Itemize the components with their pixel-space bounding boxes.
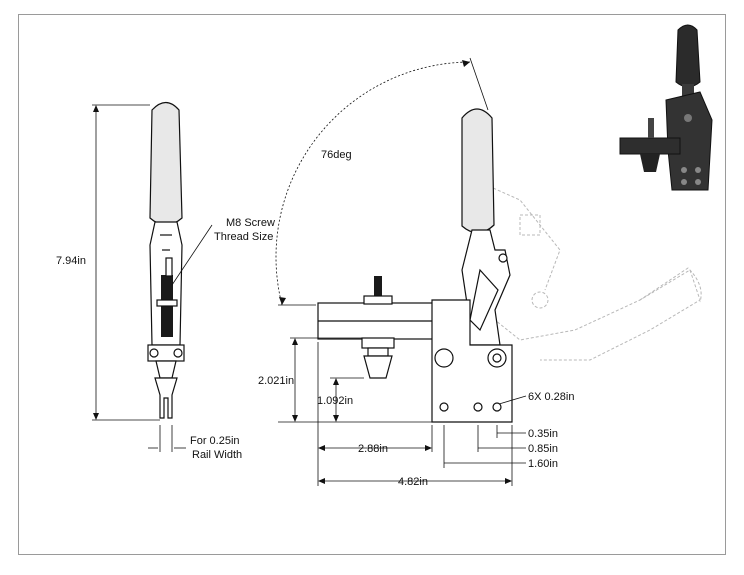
- front-thread-upper: [161, 275, 173, 303]
- open-position-ghost: [469, 179, 702, 361]
- angle-arc: [275, 61, 471, 306]
- front-fork-base: [154, 377, 178, 419]
- side-handle-grip: [461, 108, 495, 234]
- height-label: 7.94in: [56, 255, 86, 267]
- side-view: [275, 57, 702, 486]
- hole-pos-3-label: 1.60in: [528, 458, 558, 470]
- angle-label: 76deg: [321, 149, 352, 161]
- reach-label: 2.88in: [358, 443, 388, 455]
- hole-pos-2-label: 0.85in: [528, 443, 558, 455]
- drawing-border: [18, 14, 726, 555]
- screw-label-line1: M8 Screw: [226, 217, 275, 229]
- front-spindle-tip: [155, 360, 177, 379]
- overall-length-label: 4.82in: [398, 476, 428, 488]
- side-upper-thread: [374, 276, 382, 296]
- toggle-clamp-photo-icon: [619, 24, 713, 191]
- spindle-height-label: 2.021in: [258, 375, 294, 387]
- hole-pos-1-label: 0.35in: [528, 428, 558, 440]
- screw-label-line2: Thread Size: [214, 231, 273, 243]
- front-thread-lower: [161, 305, 173, 337]
- side-spindle-tip: [363, 355, 393, 379]
- rail-label-line1: For 0.25in: [190, 435, 240, 447]
- holes-label: 6X 0.28in: [528, 391, 574, 403]
- front-handle-grip: [149, 101, 183, 226]
- rail-label-line2: Rail Width: [192, 449, 242, 461]
- front-view: [92, 101, 213, 452]
- spindle-offset-label: 1.092in: [317, 395, 353, 407]
